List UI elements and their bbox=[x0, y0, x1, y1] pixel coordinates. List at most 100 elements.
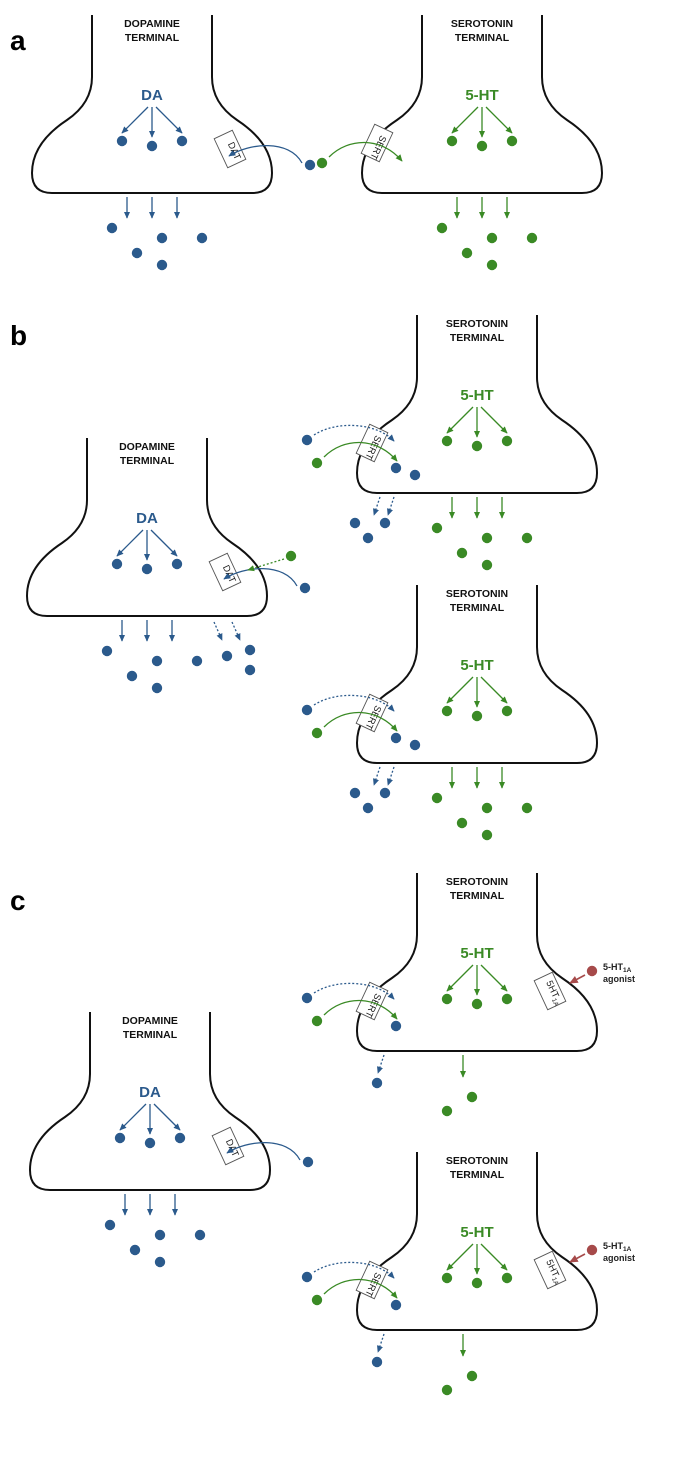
panel-b-dopamine-terminal-efflux-arrow-1 bbox=[213, 621, 223, 641]
panel-c-serotonin-terminal-bottom-internal-da-1 bbox=[390, 1299, 402, 1311]
panel-a-dopamine-terminal-synaptic-1 bbox=[106, 222, 118, 234]
panel-a-serotonin-terminal-synaptic-1 bbox=[436, 222, 448, 234]
panel-b-serotonin-terminal-top-5ht-vesicle-2 bbox=[471, 440, 483, 452]
panel-c-serotonin-terminal-bottom-label-1: SEROTONIN bbox=[446, 1155, 508, 1167]
panel-c-serotonin-terminal-bottom-sert-reuptake-arrow bbox=[323, 1278, 398, 1299]
panel-b-serotonin-terminal-top-label-1: SEROTONIN bbox=[446, 318, 508, 330]
panel-a-dopamine-terminal-da-vesicle-2 bbox=[146, 140, 158, 152]
panel-a-serotonin-terminal-label-2: TERMINAL bbox=[455, 32, 510, 44]
panel-a-dopamine-terminal-synaptic-4 bbox=[131, 247, 143, 259]
panel-b-serotonin-terminal-bottom-da-uptake-arrow bbox=[313, 694, 395, 712]
panel-a-serotonin-terminal-5ht-arrow-left bbox=[451, 106, 479, 134]
panel-c-serotonin-terminal-top-agonist-binding-arrow bbox=[569, 974, 586, 984]
panel-b-serotonin-terminal-bottom-5ht-vesicle-3 bbox=[501, 705, 513, 717]
panel-c-serotonin-terminal-top-synaptic-2 bbox=[441, 1105, 453, 1117]
panel-c-serotonin-terminal-top-extracellular-da bbox=[301, 992, 313, 1004]
panel-a-dopamine-terminal-dat-transporter: DAT bbox=[213, 129, 247, 169]
panel-c-serotonin-terminal-top-released-da bbox=[371, 1077, 383, 1089]
panel-c-serotonin-terminal-top-5ht-vesicle-1 bbox=[441, 993, 453, 1005]
panel-b-serotonin-terminal-bottom-internal-da-1 bbox=[390, 732, 402, 744]
panel-b-serotonin-terminal-bottom-da-efflux-arrow-2 bbox=[387, 766, 395, 786]
panel-c-serotonin-terminal-bottom: SEROTONINTERMINAL5-HTSERT5HT1A5-HT1Aagon… bbox=[301, 1152, 635, 1396]
panel-c-serotonin-terminal-top-agonist-molecule bbox=[586, 965, 598, 977]
panel-c-dopamine-terminal-synaptic-3 bbox=[194, 1229, 206, 1241]
panel-c-serotonin-terminal-bottom-extracellular-5ht bbox=[311, 1294, 323, 1306]
panel-b-dopamine-terminal-da-vesicle-1 bbox=[111, 558, 123, 570]
panel-c-serotonin-terminal-top-synaptic-1 bbox=[466, 1091, 478, 1103]
panel-c-dopamine-terminal-synaptic-4 bbox=[129, 1244, 141, 1256]
panel-c-dopamine-terminal-da-label: DA bbox=[139, 1084, 161, 1101]
panel-b-serotonin-terminal-top-synaptic-3 bbox=[521, 532, 533, 544]
panel-c-dopamine-terminal-membrane bbox=[28, 1012, 272, 1191]
panel-b-serotonin-terminal-bottom-sert-reuptake-arrow bbox=[323, 711, 398, 732]
panel-b-serotonin-terminal-bottom-5ht-label: 5-HT bbox=[460, 657, 493, 674]
panel-a-dopamine-terminal-da-arrow-left bbox=[121, 106, 149, 134]
panel-b-serotonin-terminal-top-sert-reuptake-arrow bbox=[323, 441, 398, 462]
panel-b-dopamine-terminal-dat-transporter: DAT bbox=[208, 552, 242, 592]
panel-b-serotonin-terminal-top-synaptic-2 bbox=[481, 532, 493, 544]
panel-c-dopamine-terminal-da-arrow-left bbox=[119, 1103, 147, 1131]
panel-b-serotonin-terminal-bottom-synaptic-5 bbox=[481, 829, 493, 841]
panel-c-serotonin-terminal-top-5ht-arrow-right bbox=[480, 964, 508, 992]
panel-c-dopamine-terminal-dat-transporter-box bbox=[211, 1126, 245, 1166]
panel-b-serotonin-terminal-top-5ht-arrow-left bbox=[446, 406, 474, 434]
panel-b-dopamine-terminal-extracellular-5ht bbox=[285, 550, 297, 562]
panel-b-serotonin-terminal-bottom-internal-da-2 bbox=[409, 739, 421, 751]
panel-b-serotonin-terminal-top-extracellular-5ht bbox=[311, 457, 323, 469]
panel-c-serotonin-terminal-top-5ht-vesicle-2 bbox=[471, 998, 483, 1010]
panel-b-serotonin-terminal-top-released-da-3 bbox=[362, 532, 374, 544]
panel-b-dopamine-terminal-efflux-arrow-2 bbox=[231, 621, 241, 641]
panel-b-serotonin-terminal-top-internal-da-1 bbox=[390, 462, 402, 474]
panel-b-serotonin-terminal-bottom-5ht-arrow-left bbox=[446, 676, 474, 704]
panel-a-serotonin-terminal-extracellular-5ht bbox=[316, 157, 328, 169]
panel-a-serotonin-terminal-synaptic-4 bbox=[461, 247, 473, 259]
panel-b-serotonin-terminal-bottom-synaptic-2 bbox=[481, 802, 493, 814]
panel-b-dopamine-terminal-da-vesicle-3 bbox=[171, 558, 183, 570]
panel-b-serotonin-terminal-top-synaptic-5 bbox=[481, 559, 493, 571]
panel-c-serotonin-terminal-top-da-uptake-arrow bbox=[313, 982, 395, 1000]
panel-b-serotonin-terminal-top-da-uptake-arrow bbox=[313, 424, 395, 442]
panel-c-dopamine-terminal-da-vesicle-1 bbox=[114, 1132, 126, 1144]
panel-c-dopamine-terminal-label-1: DOPAMINE bbox=[122, 1015, 178, 1027]
panel-c-serotonin-terminal-top-5ht-vesicle-3 bbox=[501, 993, 513, 1005]
panel-a-dopamine-terminal-extracellular-da bbox=[304, 159, 316, 171]
panel-b-serotonin-terminal-top-da-efflux-arrow-1 bbox=[373, 496, 381, 516]
panel-a-dopamine-terminal-synaptic-5 bbox=[156, 259, 168, 271]
panel-c-dopamine-terminal-dat-reuptake-arrow bbox=[226, 1141, 301, 1161]
panel-c-serotonin-terminal-top-label-2: TERMINAL bbox=[450, 890, 505, 902]
panel-b-serotonin-terminal-top-extracellular-da bbox=[301, 434, 313, 446]
panel-b-serotonin-terminal-bottom-synaptic-4 bbox=[456, 817, 468, 829]
panel-b-serotonin-terminal-top-label-2: TERMINAL bbox=[450, 332, 505, 344]
panel-letter-a: a bbox=[10, 25, 26, 56]
panel-c-serotonin-terminal-bottom-5ht-vesicle-2 bbox=[471, 1277, 483, 1289]
panel-c-serotonin-terminal-bottom-5ht1a-receptor-subscript: 1A bbox=[550, 1276, 560, 1287]
panel-a-dopamine-terminal-dat-reuptake-arrow bbox=[228, 144, 303, 164]
panel-c-dopamine-terminal-da-vesicle-2 bbox=[144, 1137, 156, 1149]
panel-c-serotonin-terminal-top-internal-da-1 bbox=[390, 1020, 402, 1032]
panel-b-serotonin-terminal-top-synaptic-4 bbox=[456, 547, 468, 559]
panel-c-serotonin-terminal-top: SEROTONINTERMINAL5-HTSERT5HT1A5-HT1Aagon… bbox=[301, 873, 635, 1117]
panel-c-serotonin-terminal-top-5ht1a-receptor: 5HT1A bbox=[533, 971, 567, 1011]
panel-b-dopamine-terminal-dat-reuptake-arrow bbox=[223, 567, 298, 587]
panel-b-dopamine-terminal-efflux-da-1 bbox=[221, 650, 233, 662]
panel-b-dopamine-terminal-synaptic-1 bbox=[101, 645, 113, 657]
panel-a-serotonin-terminal-5ht-arrow-right bbox=[485, 106, 513, 134]
panel-a-serotonin-terminal-5ht-vesicle-2 bbox=[476, 140, 488, 152]
panel-c-serotonin-terminal-bottom-5ht-vesicle-1 bbox=[441, 1272, 453, 1284]
panel-c-serotonin-terminal-bottom-da-efflux-arrow bbox=[377, 1333, 385, 1353]
panel-c-serotonin-terminal-bottom-agonist-molecule bbox=[586, 1244, 598, 1256]
panel-b-serotonin-terminal-bottom-5ht-arrow-right bbox=[480, 676, 508, 704]
panel-b-serotonin-terminal-bottom-synaptic-3 bbox=[521, 802, 533, 814]
panel-b-serotonin-terminal-top-5ht-label: 5-HT bbox=[460, 387, 493, 404]
panel-b-dopamine-terminal-extracellular-da bbox=[299, 582, 311, 594]
panel-a-dopamine-terminal-da-label: DA bbox=[141, 87, 163, 104]
panel-c-serotonin-terminal-bottom-5ht-vesicle-3 bbox=[501, 1272, 513, 1284]
panel-c-serotonin-terminal-bottom-5ht1a-receptor-box bbox=[533, 1250, 567, 1290]
panel-c-serotonin-terminal-top-5ht-label: 5-HT bbox=[460, 945, 493, 962]
panel-c-serotonin-terminal-top-5ht-arrow-left bbox=[446, 964, 474, 992]
panel-a-serotonin-terminal-synaptic-2 bbox=[486, 232, 498, 244]
panel-b-serotonin-terminal-top-internal-da-2 bbox=[409, 469, 421, 481]
